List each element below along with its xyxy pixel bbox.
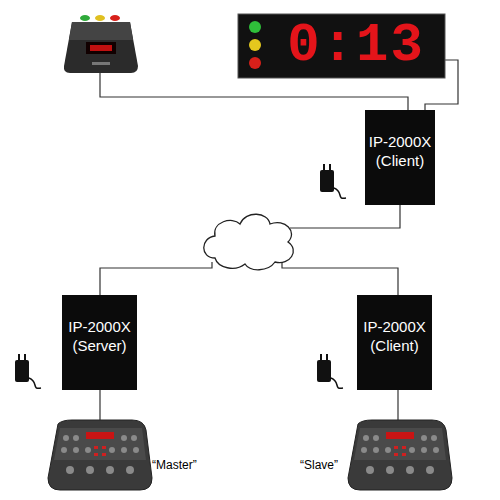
green-light <box>249 21 261 33</box>
controller <box>348 420 452 490</box>
timer-badge <box>92 62 110 65</box>
wire <box>100 262 212 295</box>
timer-display <box>86 42 116 54</box>
controller-buttons <box>61 435 139 474</box>
wire <box>99 390 100 422</box>
controller-led <box>86 432 114 439</box>
wire <box>290 205 400 228</box>
adapter-cord <box>331 378 343 388</box>
box-label: IP-2000X (Client) <box>368 132 432 170</box>
wire <box>282 262 398 295</box>
device-label: “Slave” <box>300 458 338 472</box>
gateway-box: IP-2000X (Client) <box>365 110 435 205</box>
adapter-prong <box>320 354 322 361</box>
controller <box>48 420 152 490</box>
timer-top <box>69 22 133 40</box>
controller-panel <box>54 428 146 460</box>
controller-body <box>48 420 152 490</box>
network-cloud <box>204 214 294 270</box>
large-display <box>238 14 445 78</box>
adapter-prong <box>18 354 20 361</box>
red-light <box>110 15 120 21</box>
wire <box>397 390 398 422</box>
power-adapter <box>15 354 41 388</box>
adapter-prong <box>24 354 26 361</box>
adapter-body <box>15 360 29 382</box>
adapter-cord <box>29 378 41 388</box>
box-label: IP-2000X (Server) <box>65 317 134 355</box>
adapter-body <box>317 360 331 382</box>
controller-buttons <box>361 435 439 474</box>
adapter-prong <box>326 354 328 361</box>
gateway-box: IP-2000X (Client) <box>357 295 432 390</box>
adapter-cord <box>334 188 346 198</box>
power-adapter <box>320 164 346 198</box>
mini-timer <box>64 15 138 73</box>
device-label: “Master” <box>152 458 197 472</box>
controller-indicators <box>394 446 406 456</box>
red-light <box>249 57 261 69</box>
adapter-body <box>320 170 334 192</box>
timer-digits <box>90 45 112 51</box>
display-frame <box>238 14 445 78</box>
controller-indicators <box>94 446 106 456</box>
adapter-prong <box>329 164 331 171</box>
controller-body <box>348 420 452 490</box>
display-digits: 0:13 <box>270 16 442 76</box>
controller-panel <box>354 428 446 460</box>
yellow-light <box>95 15 105 21</box>
yellow-light <box>249 39 261 51</box>
wires <box>100 60 458 422</box>
power-adapter <box>317 354 343 388</box>
controller-led <box>386 432 414 439</box>
adapter-prong <box>323 164 325 171</box>
timer-body <box>64 22 138 73</box>
green-light <box>80 15 90 21</box>
gateway-box: IP-2000X (Server) <box>62 295 137 390</box>
box-label: IP-2000X (Client) <box>360 317 429 355</box>
